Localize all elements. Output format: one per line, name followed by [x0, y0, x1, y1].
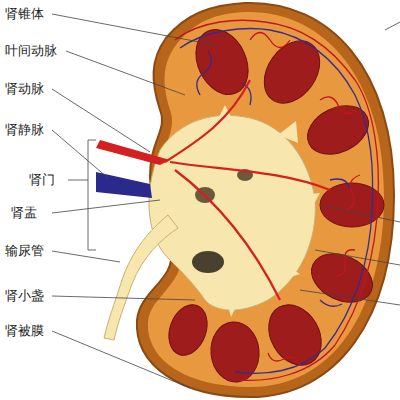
part-label: 肾盂: [10, 205, 38, 221]
interlobar-arteries: [165, 80, 330, 300]
renal-vein: [96, 172, 152, 198]
part-label: 肾被膜: [4, 323, 45, 339]
renal-artery: [96, 140, 170, 165]
renal-cortex: [148, 12, 384, 387]
part-label: 肾小盏: [4, 288, 45, 304]
ureter: [104, 215, 178, 340]
minor-calyces: [215, 105, 320, 317]
part-label: 肾静脉: [4, 122, 45, 138]
renal-sinus: [149, 115, 315, 310]
part-label: 叶间动脉: [4, 43, 58, 59]
part-label: 输尿管: [4, 243, 45, 259]
calyx-opening: [192, 251, 224, 273]
kidney-capsule: [137, 3, 394, 397]
part-label: 肾动脉: [4, 81, 45, 97]
hilum-bracket: [68, 140, 96, 250]
part-label: 肾门: [28, 172, 56, 188]
part-label: 肾锥体: [4, 6, 45, 22]
leader-lines: [52, 14, 400, 388]
